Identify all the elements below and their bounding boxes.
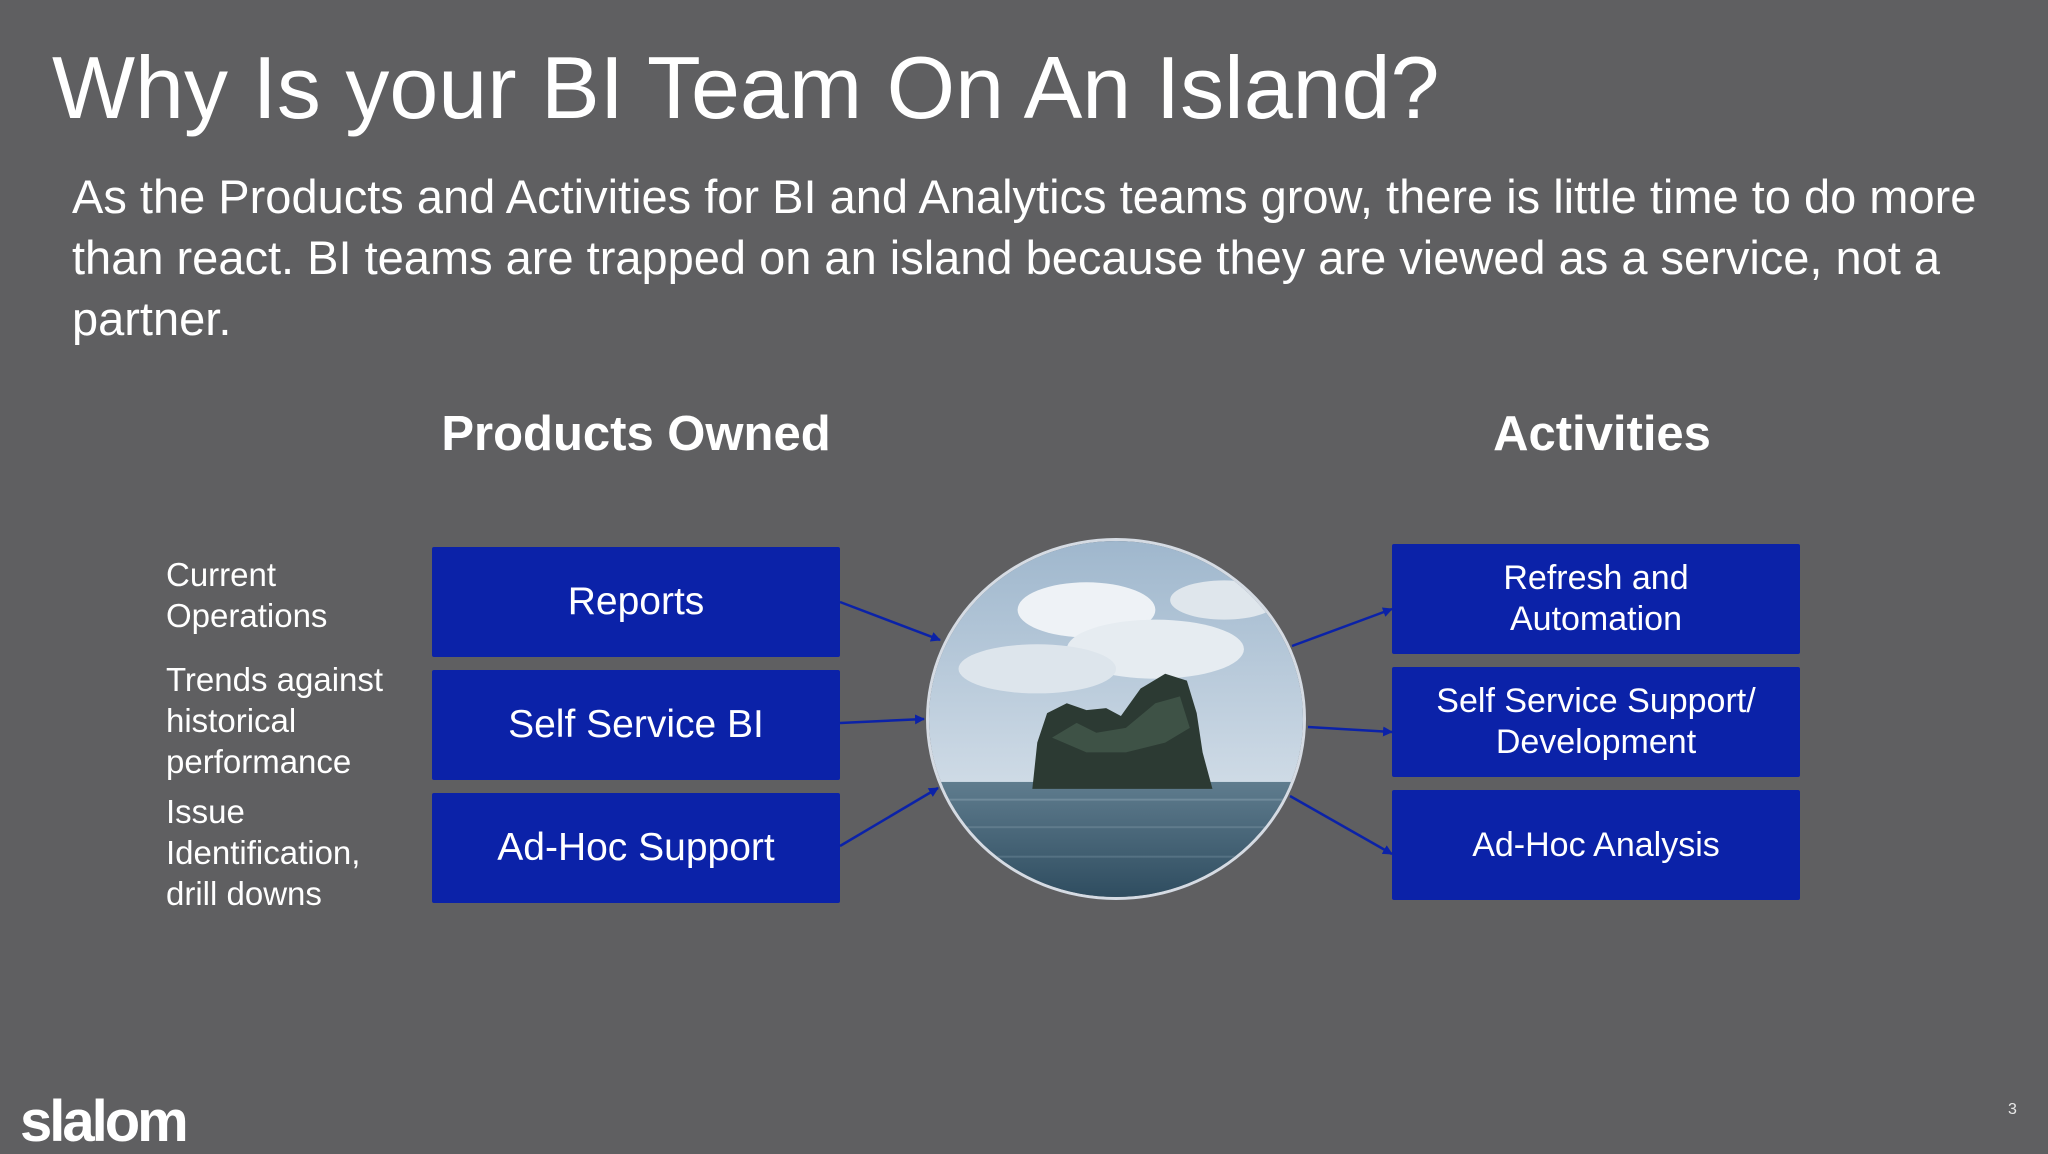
- side-label-trends: Trends against historical performance: [166, 661, 384, 780]
- activities-heading: Activities: [1493, 407, 1711, 461]
- slalom-logo: slalom: [20, 1089, 189, 1154]
- product-box-ad-hoc-support: Ad-Hoc Support: [432, 793, 840, 903]
- side-label-current-operations: Current Operations: [166, 556, 328, 634]
- arrow-icon: [1291, 607, 1393, 648]
- activity-box-refresh-automation: Refresh and Automation: [1392, 544, 1800, 654]
- slide-title: Why Is your BI Team On An Island?: [52, 38, 1440, 137]
- intro-paragraph: As the Products and Activities for BI an…: [72, 170, 1977, 345]
- page-number: 3: [2008, 1101, 2017, 1118]
- activity-box-ad-hoc-analysis: Ad-Hoc Analysis: [1392, 790, 1800, 900]
- arrow-icon: [839, 786, 939, 848]
- island-photo: [926, 538, 1306, 900]
- arrow-icon: [839, 600, 941, 642]
- product-box-reports: Reports: [432, 547, 840, 657]
- arrow-icon: [1307, 725, 1393, 737]
- product-box-self-service-bi: Self Service BI: [432, 670, 840, 780]
- arrow-icon: [839, 714, 925, 725]
- activity-box-self-service-support: Self Service Support/ Development: [1392, 667, 1800, 777]
- arrow-icon: [1289, 794, 1393, 856]
- side-label-issue-identification: Issue Identification, drill downs: [166, 793, 361, 912]
- products-heading: Products Owned: [441, 407, 831, 461]
